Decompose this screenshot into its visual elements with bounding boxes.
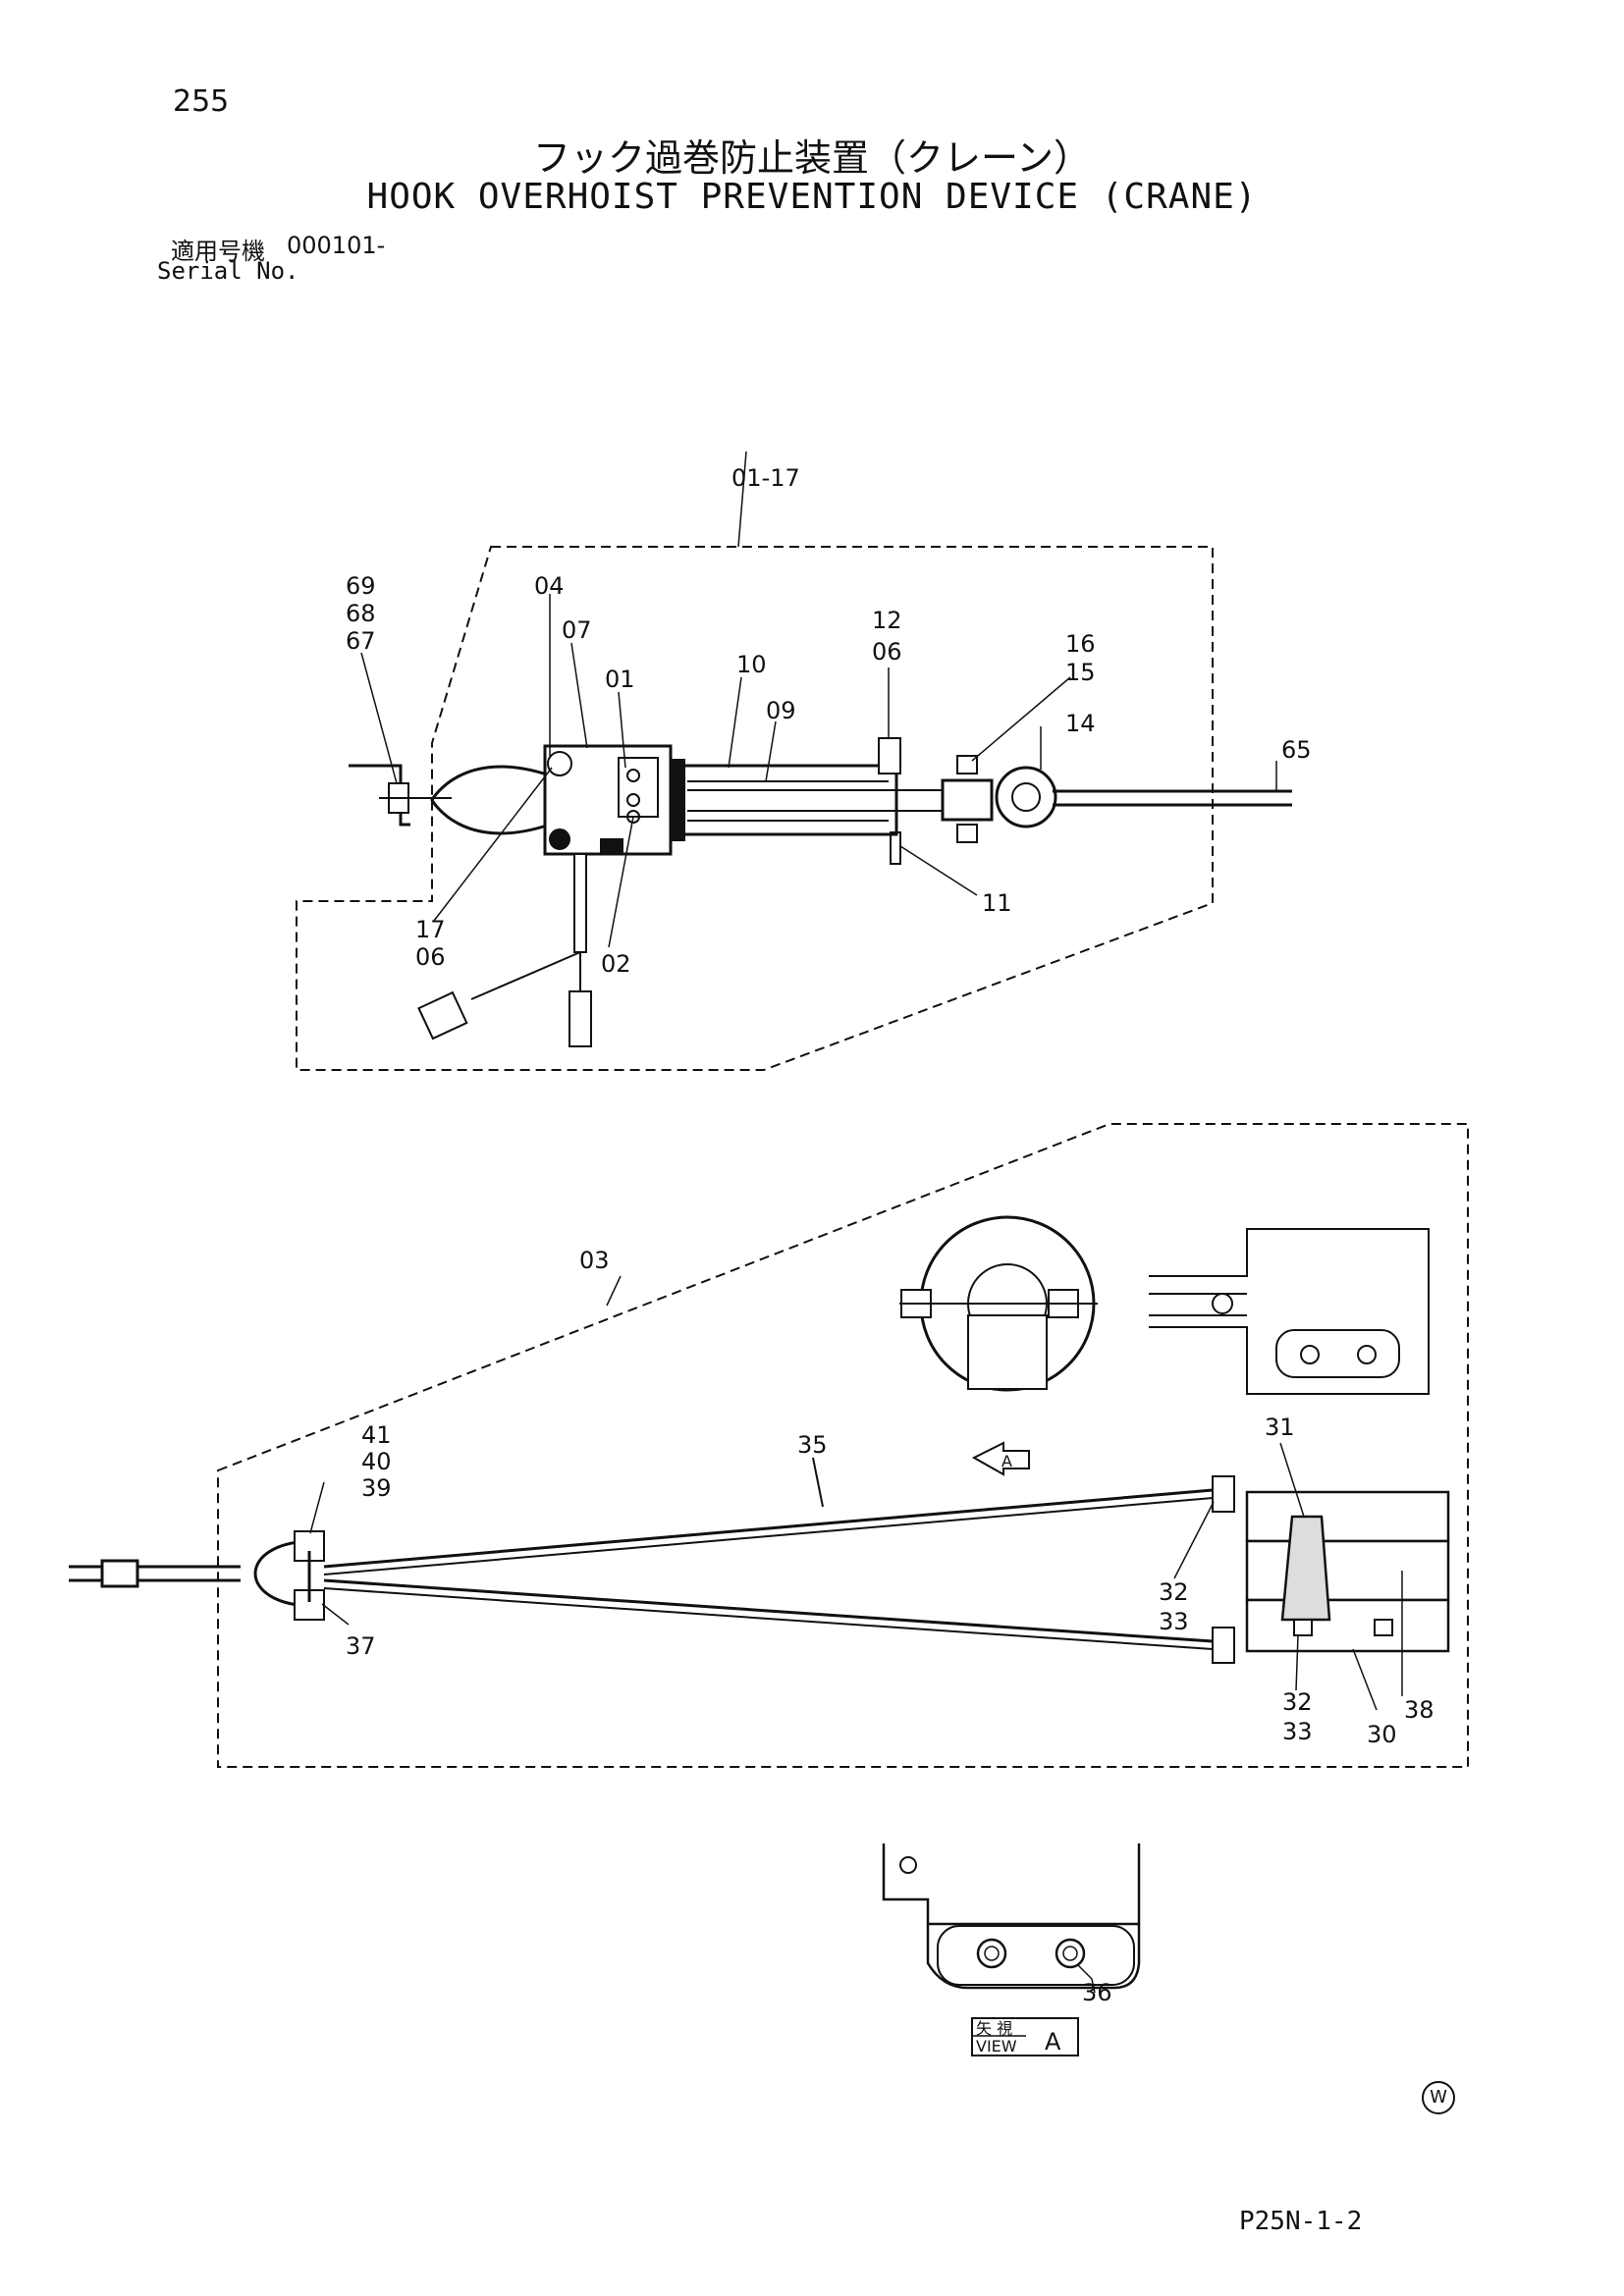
label-14: 14 [1065,710,1096,737]
view-a-caption-letter: A [1045,2028,1061,2056]
label-06-lower: 06 [415,943,446,971]
view-a-detail [882,1843,1141,2056]
lower-group-boundary [217,1123,1469,1768]
serial-value: 000101- [287,232,386,259]
label-30: 30 [1367,1721,1397,1748]
side-plate-view [1149,1228,1430,1395]
label-69: 69 [346,572,376,600]
view-a-caption-jp: 矢 視 [976,2019,1012,2038]
label-33-b: 33 [1282,1718,1313,1745]
title-english: HOOK OVERHOIST PREVENTION DEVICE (CRANE) [366,177,1258,217]
label-04: 04 [534,572,565,600]
view-a-caption-en: VIEW [976,2037,1017,2056]
label-01: 01 [605,666,635,693]
label-32-a: 32 [1159,1578,1189,1606]
clamp-block-top [1245,1490,1450,1543]
label-33-a: 33 [1159,1608,1189,1635]
connector-bottom [568,990,592,1047]
label-16: 16 [1065,630,1096,658]
label-15: 15 [1065,659,1096,686]
label-07: 07 [562,616,592,644]
label-32-b: 32 [1282,1688,1313,1716]
label-12: 12 [872,607,902,634]
label-38: 38 [1404,1696,1435,1724]
label-09: 09 [766,697,796,724]
label-39: 39 [361,1474,392,1502]
shackle-ring [995,766,1057,828]
label-36: 36 [1082,1979,1112,2006]
clamp-block-middle [1245,1539,1450,1602]
label-37: 37 [346,1632,376,1660]
label-65: 65 [1281,736,1312,764]
serial-label-english: Serial No. [157,257,299,285]
label-68: 68 [346,600,376,627]
rope-ferrule [100,1559,139,1588]
view-a-arrow [971,1441,1030,1476]
wedge-31 [1280,1515,1331,1622]
label-35: 35 [797,1431,828,1459]
page-number: 255 [173,84,230,119]
serial-label-japanese: 適用号機 [171,238,265,265]
label-31: 31 [1265,1414,1295,1441]
flange-bolt [878,737,901,774]
label-03: 03 [579,1247,610,1274]
label-11: 11 [982,889,1012,917]
watermark-symbol: W [1422,2081,1455,2114]
label-06-upper: 06 [872,638,902,666]
rod-end [941,778,994,822]
label-01-17: 01-17 [731,464,800,492]
label-17: 17 [415,916,446,943]
shackle-loop [430,765,552,835]
cable-conduit [573,853,587,953]
title-japanese: フック過巻防止装置（クレーン） [532,136,1092,180]
shackle-37 [253,1539,315,1608]
connector-left [417,990,468,1041]
drawing-code: P25N-1-2 [1239,2207,1363,2236]
label-40: 40 [361,1448,392,1475]
label-10: 10 [736,651,767,678]
lower-assembly [69,1123,1469,1768]
label-67: 67 [346,627,376,655]
view-a-caption-box [971,2017,1079,2056]
clamp-block-bottom [1245,1598,1450,1653]
upper-assembly [296,451,1292,1071]
sling-35 [323,1488,1214,1569]
label-02: 02 [601,950,631,978]
label-view-a-marker: A [1001,1452,1012,1470]
upper-group-boundary [296,546,1214,1071]
cylinder-body [669,764,898,836]
label-41: 41 [361,1421,392,1449]
